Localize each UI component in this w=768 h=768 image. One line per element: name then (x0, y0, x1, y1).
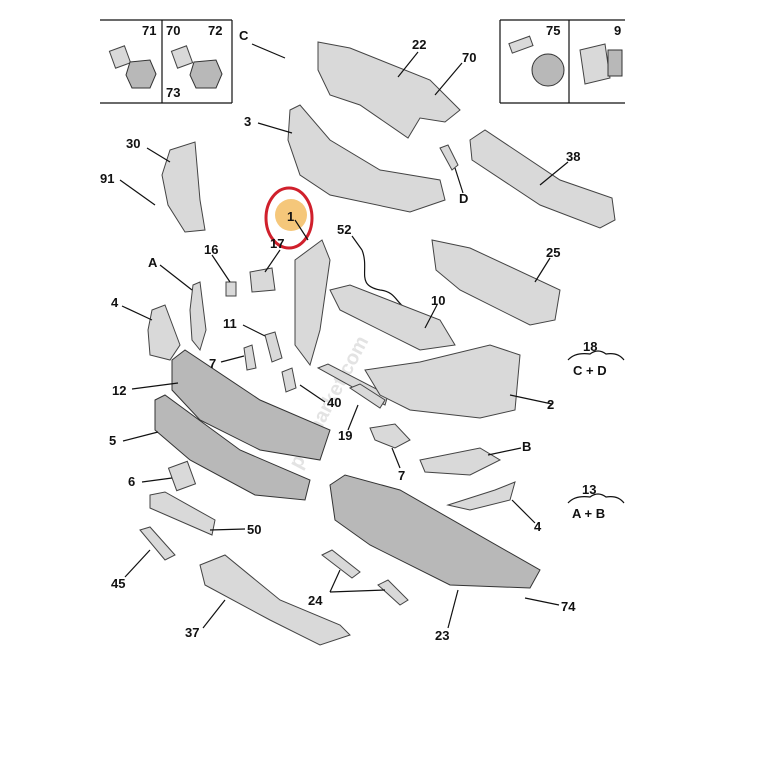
part-7-lower-trim (369, 423, 411, 449)
part-12-grille (171, 349, 331, 461)
callout-25: 25 (546, 245, 560, 260)
callout-91: 91 (100, 171, 114, 186)
part-38-reinforcement (469, 129, 616, 229)
callout-73: 73 (166, 85, 180, 100)
callout-18-sub: C + D (573, 363, 607, 378)
callout-16: 16 (204, 242, 218, 257)
callout-19: 19 (338, 428, 352, 443)
emblem (281, 367, 297, 393)
callout-1: 1 (287, 209, 294, 224)
callout-23: 23 (435, 628, 449, 643)
callout-24: 24 (308, 593, 323, 608)
part-24-strip-right (377, 579, 409, 606)
bolt-71 (108, 45, 157, 89)
callout-71: 71 (142, 23, 156, 38)
callout-6: 6 (128, 474, 135, 489)
part-5-lower-grille (154, 394, 311, 501)
part-B-insert (419, 447, 502, 476)
callout-B: B (522, 439, 531, 454)
part-A-side-panel (189, 281, 207, 352)
highlight-ellipse (264, 186, 314, 250)
callout-D: D (459, 191, 468, 206)
part-23-undertray (329, 474, 541, 589)
callout-13-sub: A + B (572, 506, 605, 521)
callout-70: 70 (462, 50, 476, 65)
clip-9 (579, 43, 623, 85)
part-1-highlight (264, 186, 314, 250)
part-7-bracket (243, 344, 257, 371)
callout-72: 72 (208, 23, 222, 38)
bolt-72 (170, 45, 223, 89)
part-25-radiator-bracket (431, 239, 561, 326)
part-1-highlight-fill (275, 199, 307, 231)
leader-lines (119, 43, 569, 629)
part-3-absorber (287, 104, 446, 213)
part-24-strip-left (321, 549, 361, 579)
part-6-plate (167, 460, 197, 492)
callout-12: 12 (112, 383, 126, 398)
part-11-bracket (264, 331, 283, 363)
callout-74: 74 (561, 599, 576, 614)
brace-18 (567, 350, 625, 361)
part-16-clip (225, 281, 237, 297)
callout-18: 18 (583, 339, 597, 354)
fastener-box-right (499, 19, 625, 104)
part-37-lower-beam (199, 554, 351, 646)
callout-22: 22 (412, 37, 426, 52)
fastener-box-left (100, 19, 233, 104)
callout-38: 38 (566, 149, 580, 164)
part-4-lower-corner (446, 481, 516, 511)
part-1-front-panel (294, 239, 331, 367)
callout-C: C (239, 28, 249, 43)
callout-30: 30 (126, 136, 140, 151)
brace-13 (567, 493, 625, 504)
callout-7-lower: 7 (398, 468, 405, 483)
part-D-bracket (439, 144, 459, 171)
part-10-lower-bracket (329, 284, 456, 351)
callout-5: 5 (109, 433, 116, 448)
part-22-upper-bracket (317, 41, 461, 139)
callout-40: 40 (327, 395, 341, 410)
callout-10: 10 (431, 293, 445, 308)
part-45-plate (139, 526, 176, 561)
callout-7-upper: 7 (209, 356, 216, 371)
callout-75: 75 (546, 23, 560, 38)
callout-9: 9 (614, 23, 621, 38)
callout-11: 11 (223, 316, 237, 331)
part-17-bracket (249, 267, 276, 293)
screw-75 (508, 35, 565, 87)
callout-52: 52 (337, 222, 351, 237)
callout-50: 50 (247, 522, 261, 537)
part-2-bumper-cover (364, 344, 521, 419)
callout-45: 45 (111, 576, 125, 591)
part-4-corner (147, 304, 181, 361)
part-19-trim (348, 383, 386, 409)
callout-13: 13 (582, 482, 596, 497)
callout-2: 2 (547, 397, 554, 412)
part-50-plate-bracket (149, 491, 216, 536)
part-30-side-bracket (161, 141, 206, 233)
callout-4-upper: 4 (111, 295, 119, 310)
callout-3: 3 (244, 114, 251, 129)
callout-A: A (148, 255, 158, 270)
callout-4-lower: 4 (534, 519, 542, 534)
callout-70-box: 70 (166, 23, 180, 38)
callout-37: 37 (185, 625, 199, 640)
callout-17: 17 (270, 236, 284, 251)
